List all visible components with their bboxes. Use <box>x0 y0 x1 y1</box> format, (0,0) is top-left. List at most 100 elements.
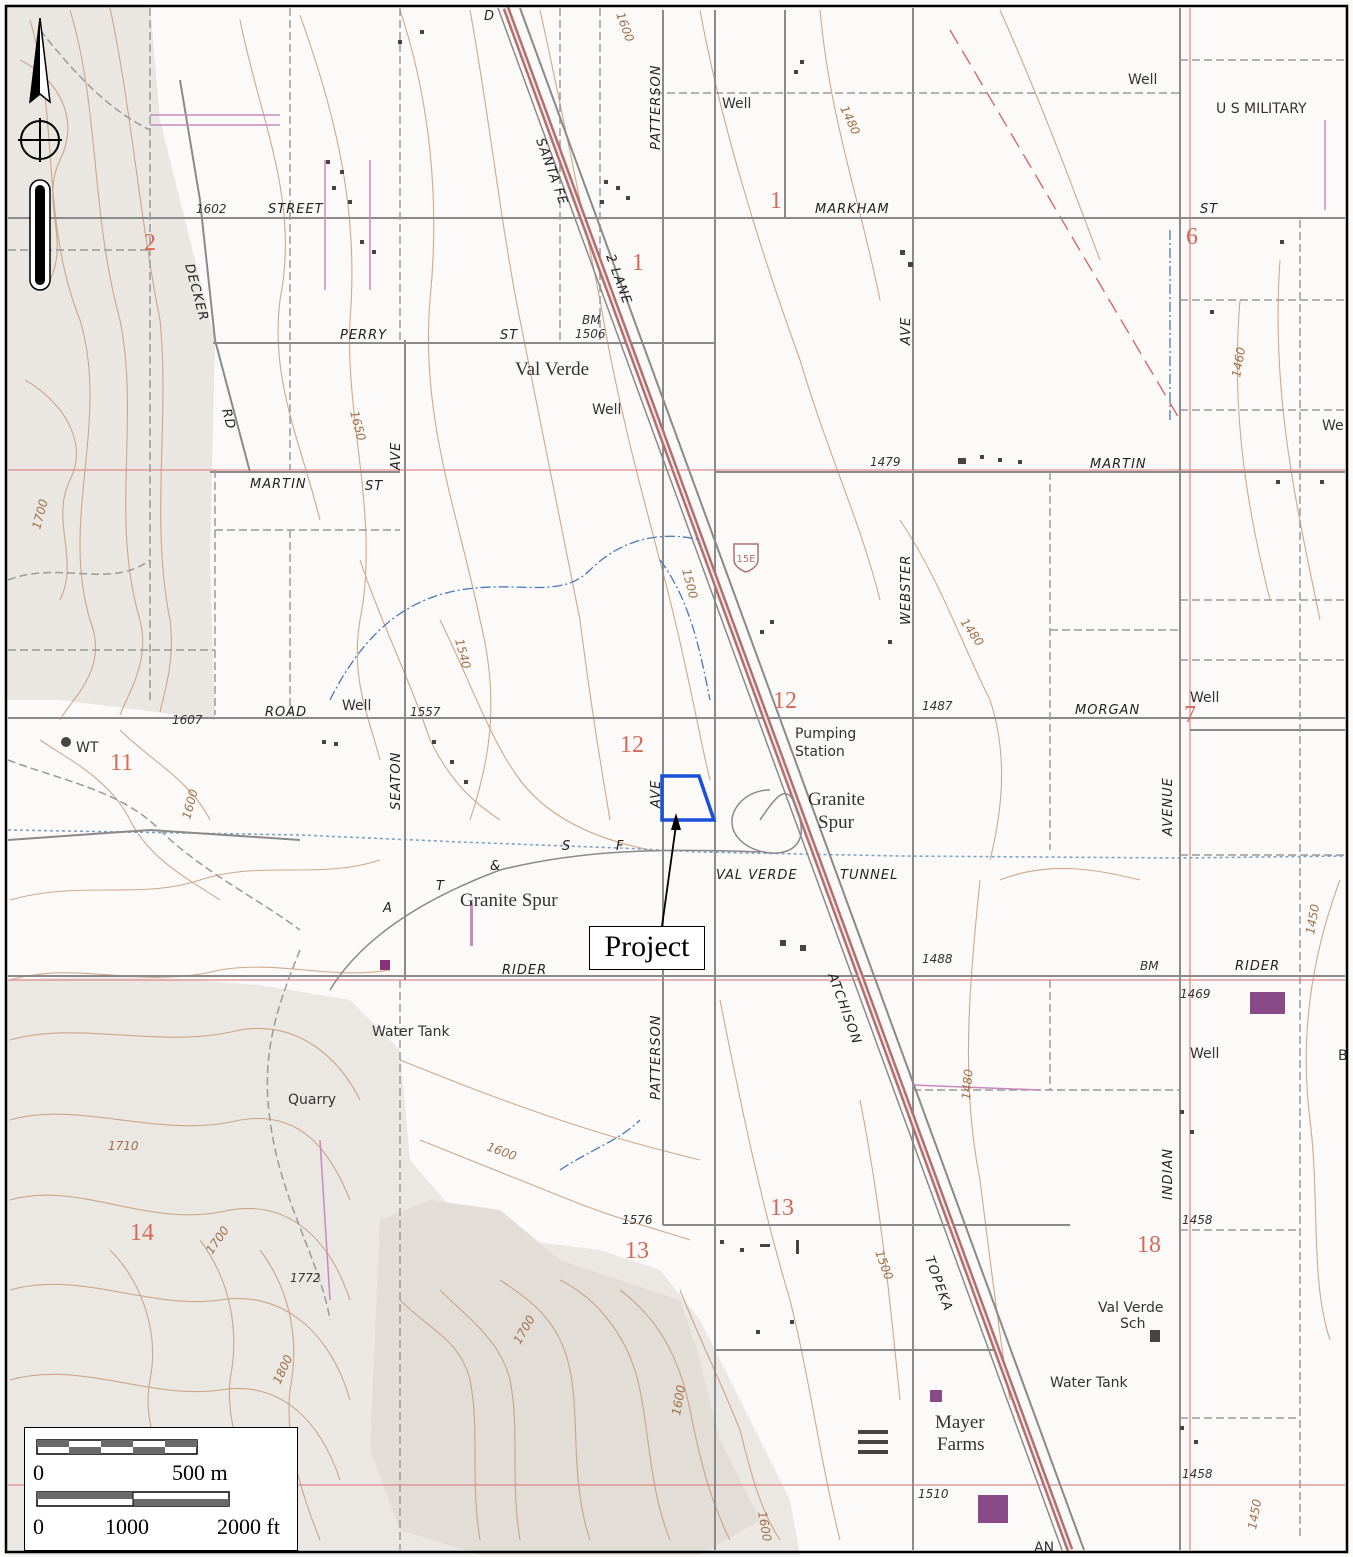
highway-shield-label: 15E <box>736 554 755 565</box>
label-martin-east: MARTIN <box>1090 457 1147 472</box>
label-patterson-south: PATTERSON <box>649 1015 664 1100</box>
streams <box>329 230 1171 1171</box>
label-well-1: Well <box>1128 72 1157 88</box>
contour-label: 1450 <box>1303 903 1322 936</box>
label-well-3: Well <box>592 402 621 418</box>
elev-1479: 1479 <box>870 455 901 469</box>
label-perry-st: ST <box>500 328 518 343</box>
place-labels: Val Verde Granite Spur Granite Spur Pump… <box>76 72 1348 1556</box>
scale-metric-end: 500 m <box>172 1460 228 1485</box>
contour-label: 1710 <box>108 1139 139 1153</box>
elev-1602: 1602 <box>196 202 227 216</box>
elev-1469: 1469 <box>1180 987 1211 1001</box>
scale-bar-graphic <box>36 1439 230 1507</box>
label-b: B <box>1338 1048 1348 1064</box>
section-number: 1 <box>770 188 782 214</box>
label-avenue: AVENUE <box>1161 777 1176 837</box>
label-street: STREET <box>268 202 324 217</box>
section-number: 2 <box>144 230 156 256</box>
section-number: 18 <box>1137 1232 1161 1258</box>
contour-label: 1600 <box>669 1384 688 1417</box>
elev-1772: 1772 <box>290 1271 321 1285</box>
label-perry: PERRY <box>340 328 387 343</box>
section-number: 13 <box>770 1195 794 1221</box>
elev-bm-2: BM <box>1140 959 1159 973</box>
buildings <box>61 30 1324 1523</box>
label-val-verde-tunnel: VAL VERDE <box>716 868 798 883</box>
scale-imperial-mid: 1000 <box>105 1514 149 1539</box>
section-number: 11 <box>110 750 133 776</box>
elev-1488: 1488 <box>922 952 953 966</box>
hillshade <box>5 5 800 1555</box>
contour-label: 1600 <box>755 1510 774 1543</box>
label-webster-ave: AVE <box>899 317 914 346</box>
label-patterson-north: PATTERSON <box>649 65 664 150</box>
label-martin-st: ST <box>365 479 383 494</box>
elev-1557: 1557 <box>410 705 441 719</box>
freeway <box>497 6 1085 1552</box>
project-label: Project <box>604 930 690 963</box>
label-granite-spur-west: Granite Spur <box>460 890 558 911</box>
elev-1607: 1607 <box>172 713 203 727</box>
label-tunnel: TUNNEL <box>840 868 898 883</box>
label-rr-t: T <box>436 879 445 894</box>
label-spur: Spur <box>818 812 855 833</box>
label-well-2: Well <box>722 96 751 112</box>
label-decker-rd: RD <box>218 407 238 431</box>
elev-bm: BM <box>582 313 601 327</box>
label-us-military: U S MILITARY <box>1216 101 1307 117</box>
map-frame <box>4 4 1349 1554</box>
elev-1510: 1510 <box>918 1487 949 1501</box>
aqueduct-line <box>7 829 1346 859</box>
highway-shield-icon: 15E <box>733 543 759 573</box>
section-number: 12 <box>620 732 644 758</box>
project-area <box>660 774 717 822</box>
label-val-verde: Val Verde <box>515 359 589 380</box>
label-well-5: Well <box>1190 690 1219 706</box>
label-seaton-ave: AVE <box>389 442 404 471</box>
label-water-tank-west: Water Tank <box>372 1024 451 1040</box>
label-rr-s: S <box>562 839 571 854</box>
scale-imperial-zero: 0 <box>33 1514 44 1539</box>
roads <box>7 8 1345 1550</box>
label-granite: Granite <box>808 789 865 810</box>
label-martin-west: MARTIN <box>250 477 307 492</box>
scale-bar: 0 500 m 0 1000 2000 ft <box>24 1427 298 1551</box>
contour-label: 1450 <box>1245 1498 1264 1531</box>
road-labels: STREET PERRY ST MARTIN ST ROAD RIDER RID… <box>181 9 1279 1314</box>
label-we: We <box>1322 418 1344 434</box>
label-d: D <box>484 9 495 24</box>
elev-1458: 1458 <box>1182 1213 1213 1227</box>
dirt-roads <box>7 8 1345 1550</box>
label-wt: WT <box>76 740 99 756</box>
contour-lines <box>9 7 1341 1541</box>
section-numbers: 1 1 2 6 12 12 7 11 13 13 14 18 <box>110 188 1198 1264</box>
label-webster: WEBSTER <box>899 555 914 625</box>
label-sch: Sch <box>1120 1316 1145 1332</box>
project-callout: Project <box>589 926 705 970</box>
section-number: 14 <box>130 1220 154 1246</box>
label-rider-west: RIDER <box>502 963 547 978</box>
label-morgan: MORGAN <box>1075 703 1140 718</box>
label-road: ROAD <box>265 705 307 720</box>
scale-metric-zero: 0 <box>33 1460 44 1485</box>
label-an: AN <box>1034 1540 1054 1556</box>
elev-1506: 1506 <box>575 327 606 341</box>
section-number: 12 <box>773 688 797 714</box>
label-farms: Farms <box>937 1434 985 1455</box>
label-station: Station <box>795 744 845 760</box>
label-markham-st: ST <box>1200 202 1218 217</box>
spot-elevations: 1602 1506 BM 1479 1607 1557 1487 1488 BM… <box>172 202 1213 1501</box>
label-well-4: Well <box>342 698 371 714</box>
label-well-6: Well <box>1190 1046 1219 1062</box>
label-rr-f: F <box>616 839 624 854</box>
label-quarry: Quarry <box>288 1092 336 1108</box>
project-arrow-icon <box>661 813 681 927</box>
section-number: 6 <box>1186 224 1198 250</box>
contour-label: 1460 <box>1229 346 1248 379</box>
section-number: 13 <box>625 1238 649 1264</box>
label-seaton: SEATON <box>389 752 404 810</box>
label-water-tank-east: Water Tank <box>1050 1375 1129 1391</box>
label-markham: MARKHAM <box>815 202 890 217</box>
